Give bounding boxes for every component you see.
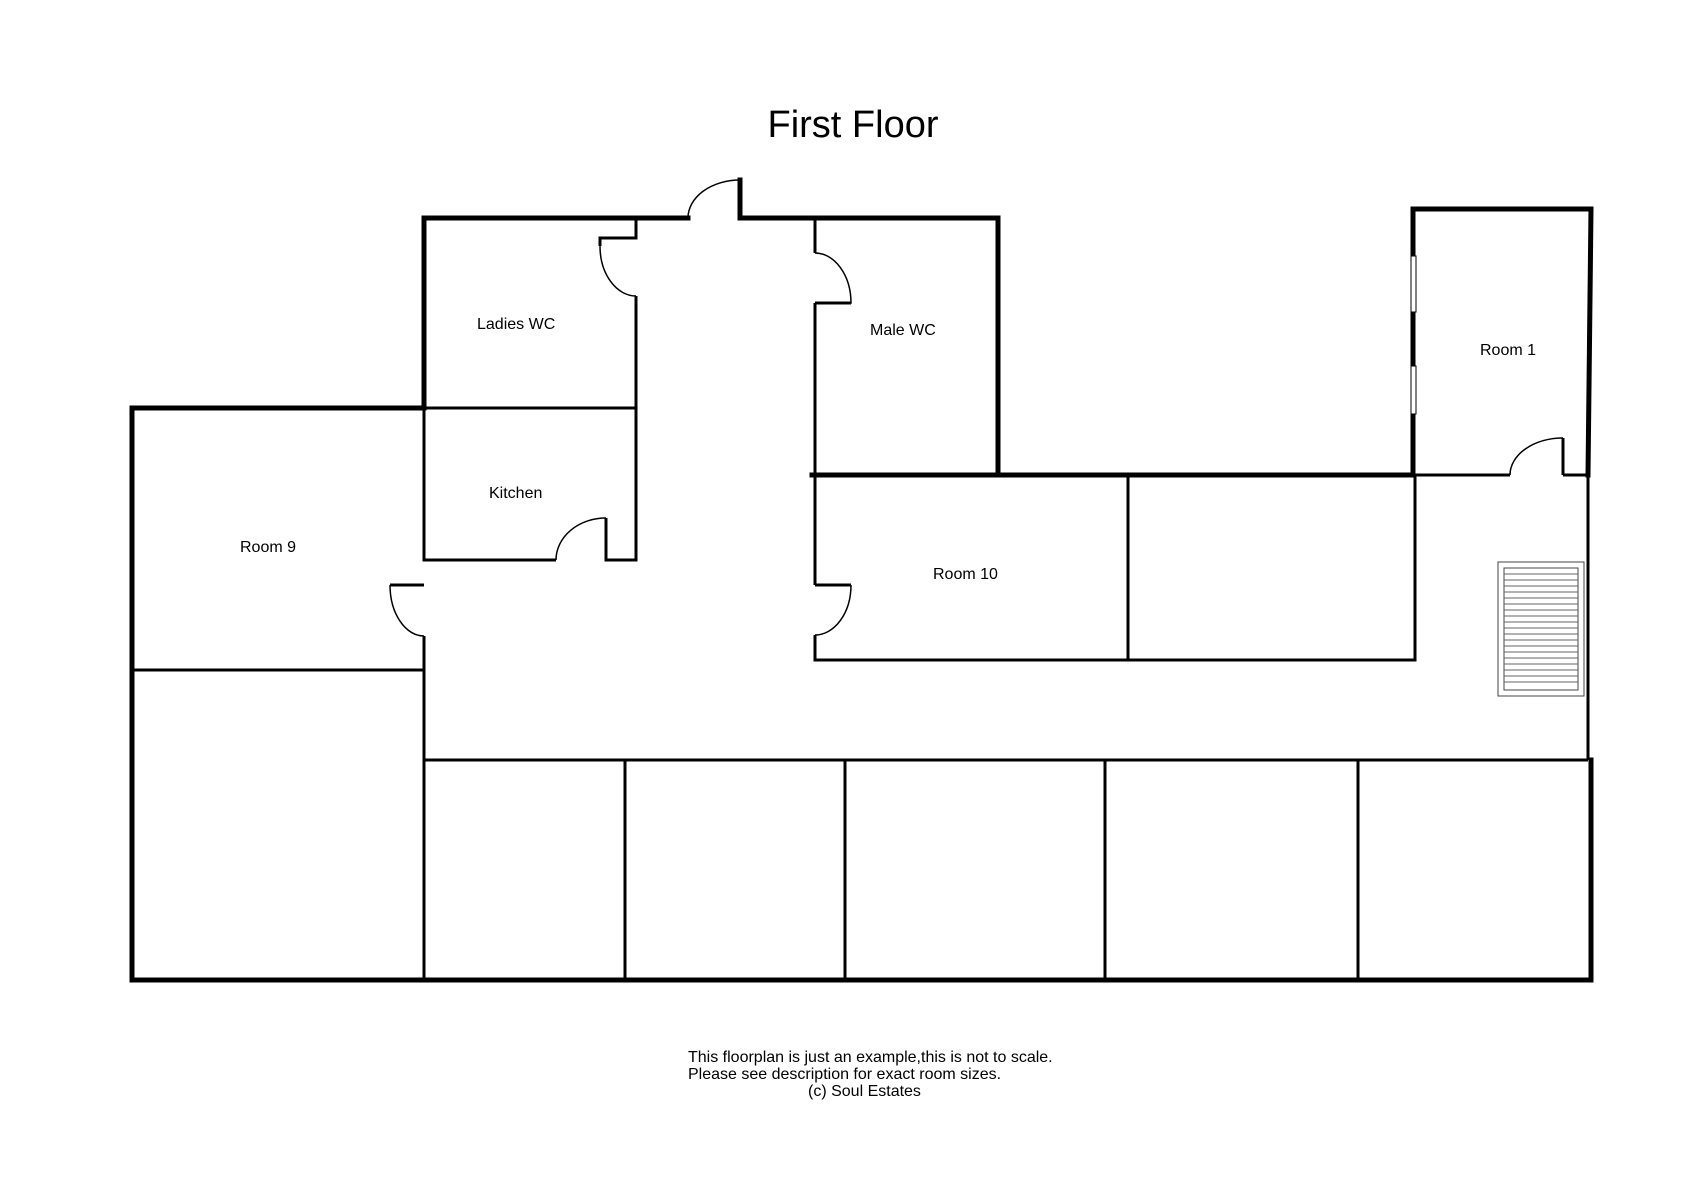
kitchen-door-swing bbox=[555, 517, 607, 561]
room1-windows bbox=[1410, 255, 1417, 415]
male-wc-door-swing bbox=[814, 252, 852, 304]
copyright-text: (c) Soul Estates bbox=[808, 1083, 921, 1100]
inner-walls bbox=[132, 218, 1590, 980]
main-door-swing bbox=[687, 179, 741, 219]
room9-door-swing bbox=[389, 584, 425, 637]
outer-walls bbox=[129, 177, 1594, 983]
disclaimer-line-1: This floorplan is just an example,this i… bbox=[688, 1049, 1053, 1066]
room-label-male-wc: Male WC bbox=[870, 322, 936, 339]
disclaimer: This floorplan is just an example,this i… bbox=[688, 1049, 1053, 1100]
floor-title: First Floor bbox=[767, 104, 939, 146]
room-label-room-10: Room 10 bbox=[933, 566, 998, 583]
room-label-ladies-wc: Ladies WC bbox=[477, 316, 555, 333]
room-label-room-9: Room 9 bbox=[240, 539, 296, 556]
room-label-kitchen: Kitchen bbox=[489, 485, 542, 502]
room1-door-swing bbox=[1509, 437, 1564, 476]
staircase bbox=[1497, 561, 1585, 697]
ladies-wc-door-swing bbox=[599, 245, 637, 297]
room10-door-swing bbox=[814, 584, 852, 636]
doors bbox=[389, 179, 1564, 637]
room-label-room-1: Room 1 bbox=[1480, 342, 1536, 359]
disclaimer-line-2: Please see description for exact room si… bbox=[688, 1066, 1002, 1083]
